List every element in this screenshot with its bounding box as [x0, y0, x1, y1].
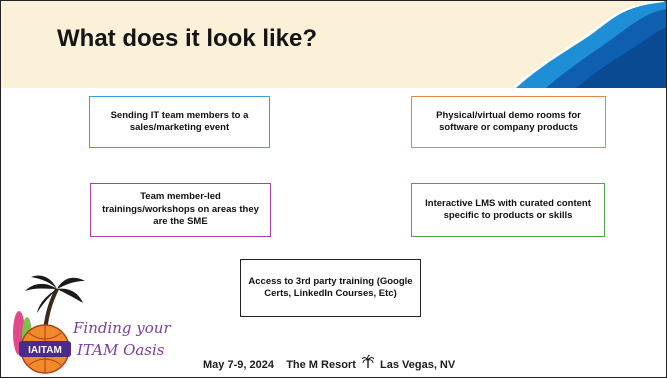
idea-box-lms: Interactive LMS with curated content spe…	[411, 183, 605, 237]
slide-title: What does it look like?	[57, 25, 318, 52]
idea-box-demo-rooms: Physical/virtual demo rooms for software…	[411, 96, 606, 148]
idea-box-third-party-training: Access to 3rd party training (Google Cer…	[240, 259, 421, 317]
ocean-wave-decoration	[513, 1, 666, 88]
event-date: May 7-9, 2024	[203, 359, 274, 371]
logo-badge-text: IAITAM	[28, 345, 62, 356]
idea-box-member-trainings: Team member-led trainings/workshops on a…	[90, 183, 271, 237]
event-footer: May 7-9, 2024 The M Resort Las Vegas, NV	[203, 354, 456, 371]
palm-tree-icon	[361, 354, 375, 371]
tagline-line-2: ITAM Oasis	[77, 341, 165, 359]
tagline-line-1: Finding your	[73, 319, 171, 337]
iaitam-logo: IAITAM	[13, 275, 85, 374]
event-venue: The M Resort	[286, 359, 356, 371]
event-location: Las Vegas, NV	[380, 359, 456, 371]
idea-box-sales-event: Sending IT team members to a sales/marke…	[89, 96, 270, 148]
